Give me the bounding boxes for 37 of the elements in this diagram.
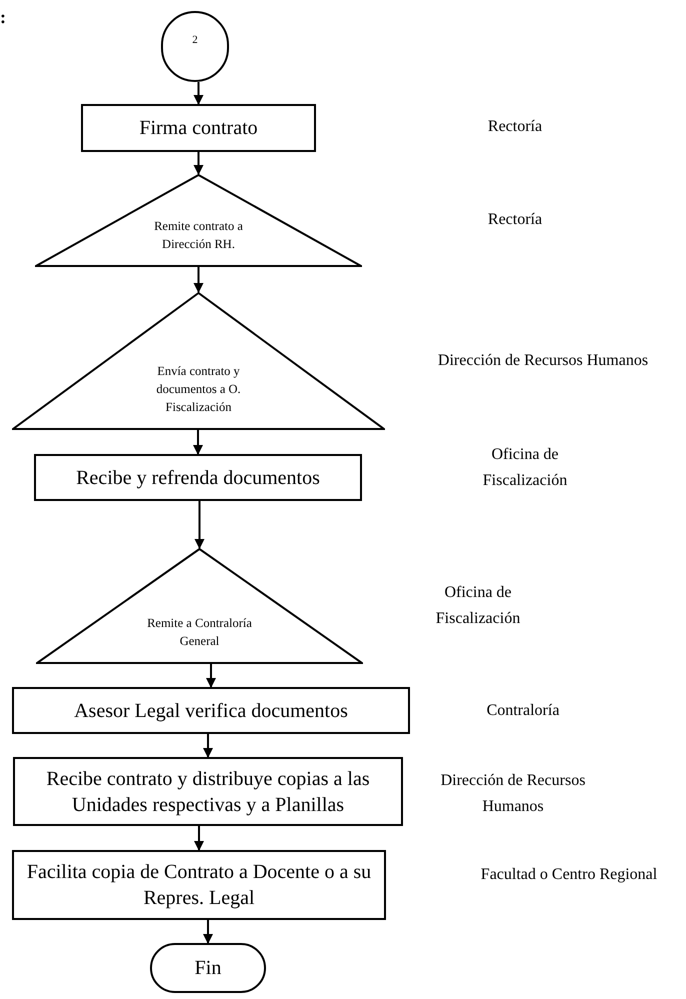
department-label: Dirección de Recursos Humanos (440, 771, 586, 817)
node-text: Fin (194, 956, 222, 981)
arrow (194, 82, 204, 105)
process-box (12, 687, 410, 734)
department-label: Rectoría (486, 117, 544, 137)
node-text: Facilita copia de Contrato a Docente o a su Repres. Legal (26, 860, 372, 911)
department-label: : (0, 6, 7, 29)
node-text: Firma contrato (139, 116, 258, 141)
triangle-shape (12, 292, 385, 430)
department-label: Oficina de Fiscalización (434, 583, 522, 629)
department-label: Rectoría (486, 210, 544, 230)
department-label: Dirección de Recursos Humanos (436, 351, 650, 371)
department-label: Facultad o Centro Regional (480, 865, 658, 885)
arrow (194, 826, 204, 851)
node-text: Remite contrato a Dirección RH. (153, 218, 244, 253)
process-box (81, 104, 316, 152)
department-label: Contraloría (486, 701, 560, 721)
arrow (194, 501, 204, 549)
node-text: Recibe y refrenda documentos (76, 466, 320, 490)
arrow (194, 267, 204, 293)
arrow (193, 430, 203, 455)
arrow (203, 920, 213, 944)
node-text: Envía contrato y documentos a O. Fiscalización (155, 363, 242, 416)
node-text: Recibe contrato y distribuye copias a las Unidades respectivas y a Planillas (45, 766, 371, 818)
node-text: 2 (192, 35, 198, 46)
arrow (203, 734, 213, 758)
triangle-shape (36, 548, 363, 664)
arrow (194, 152, 204, 175)
node-text: Remite a Contraloría General (146, 615, 253, 650)
triangle-shape (35, 174, 362, 267)
process-box (13, 757, 403, 826)
process-box (34, 454, 362, 501)
arrow (206, 664, 216, 688)
department-label: Oficina de Fiscalización (482, 445, 568, 491)
node-text: Asesor Legal verifica documentos (74, 698, 348, 724)
terminator (150, 943, 266, 993)
process-box (12, 850, 386, 920)
